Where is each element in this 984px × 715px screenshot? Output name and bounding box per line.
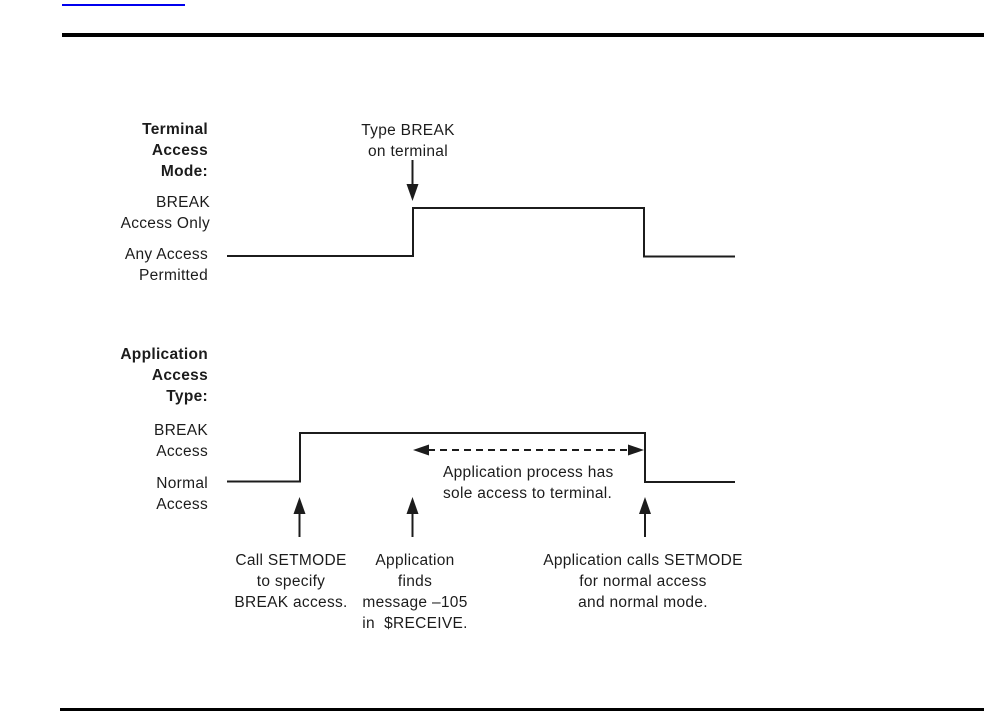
normal-access-label: Normal Access [156,475,208,513]
application-access-type-heading: Application Access Type: [120,346,208,405]
terminal-access-mode-heading: Terminal Access Mode: [142,121,208,180]
type-break-on-terminal-label: Type BREAK on terminal [361,122,455,160]
setmode-normal-arrow-head [639,497,651,514]
any-access-permitted-label: Any Access Permitted [124,246,208,284]
setmode-break-event-arrow [293,497,306,537]
setmode-break-arrow-head [293,497,306,514]
sole-access-right-arrow-head [628,444,644,456]
type-break-event-arrow [406,160,419,201]
application-finds-message-caption: Application finds message –105 in $RECEI… [362,552,468,632]
application-calls-setmode-caption: Application calls SETMODE for normal acc… [543,552,743,611]
receive-message-arrow-head [406,497,419,514]
application-access-waveform [227,432,735,483]
sole-access-left-arrow-head [413,444,429,456]
break-access-label: BREAK Access [153,422,208,460]
call-setmode-break-caption: Call SETMODE to specify BREAK access. [234,552,348,611]
setmode-normal-event-arrow [639,497,651,537]
receive-message-event-arrow [406,497,419,537]
clipped-link-underline[interactable] [62,0,185,6]
sole-access-span-arrow [413,444,644,456]
break-access-only-label: BREAK Access Only [120,194,210,232]
bottom-rule [60,708,984,711]
sole-access-annotation: Application process has sole access to t… [443,464,614,502]
type-break-arrow-head [406,184,419,201]
top-rule [62,33,984,37]
terminal-access-waveform [227,207,735,258]
